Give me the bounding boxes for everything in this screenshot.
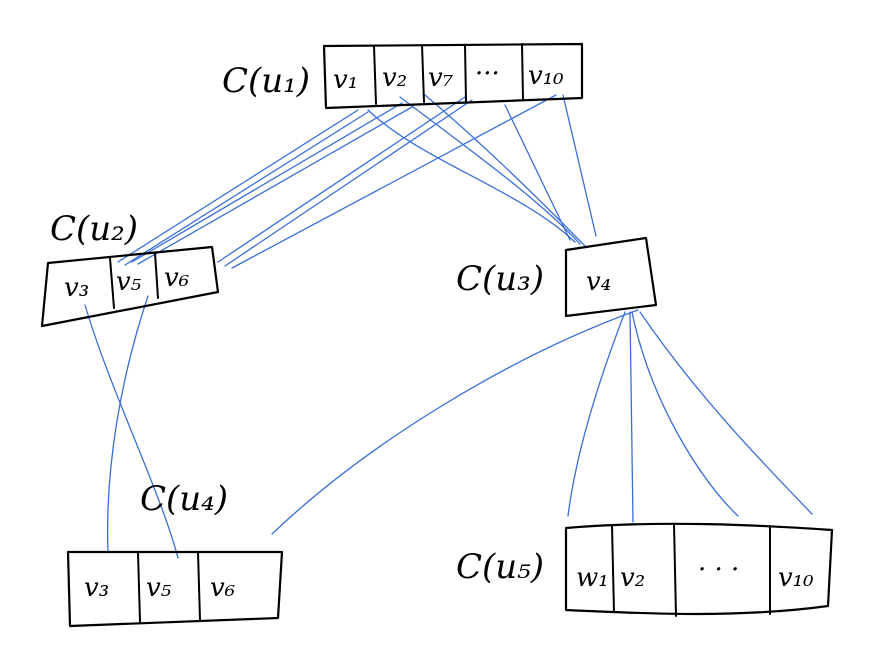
edge-u1-u3: [424, 94, 586, 247]
cell: v₄: [586, 267, 611, 297]
edge-u3-u5: [631, 311, 739, 517]
edge-u1-u2: [137, 106, 413, 265]
edge-u1-u3: [504, 104, 571, 241]
edge-u2-u4: [107, 295, 149, 553]
node-box: [564, 522, 834, 616]
edge-u1-u2: [117, 109, 359, 263]
cell: v₂: [620, 563, 645, 593]
cell: w₁: [576, 563, 609, 593]
node-u5: C(u₅) w₁ v₂ · · · v₁₀: [456, 522, 834, 617]
node-box: [322, 42, 584, 110]
node-u3: C(u₃) v₄: [456, 236, 658, 318]
edge-u1-u2: [231, 94, 557, 269]
edge-u1-u2: [224, 99, 473, 267]
node-u4: C(u₄) v₃ v₅ v₆: [66, 479, 284, 628]
node-u1: C(u₁) v₁ v₂ v₇ ··· v₁₀: [222, 42, 584, 110]
node-box: [564, 236, 658, 318]
cell: v₇: [428, 63, 454, 93]
node-label: C(u₄): [140, 479, 228, 519]
edges: [84, 94, 813, 559]
node-box: [40, 245, 220, 328]
edge-u1-u2: [217, 96, 466, 263]
edge-u1-u3: [367, 109, 576, 243]
node-label: C(u₃): [456, 259, 544, 299]
cell: v₁: [333, 65, 358, 95]
cell: v₂: [382, 63, 407, 93]
cell: v₆: [210, 573, 235, 603]
node-box: [66, 550, 284, 628]
edge-u3-u5: [639, 311, 813, 515]
edge-u1-u2: [131, 102, 403, 263]
node-label: C(u₂): [50, 209, 138, 249]
edge-u3-u5: [567, 311, 626, 517]
cell: v₁₀: [778, 563, 814, 593]
edge-u3-u5: [629, 311, 634, 523]
edge-u3-u4: [271, 309, 639, 535]
cell: · · ·: [698, 555, 739, 585]
node-label: C(u₅): [456, 547, 544, 587]
cell: v₃: [84, 573, 109, 603]
cell: v₁₀: [528, 61, 564, 91]
edge-u1-u3: [399, 96, 581, 245]
cell: v₅: [116, 267, 142, 297]
cell: v₃: [64, 273, 89, 303]
node-u2: C(u₂) v₃ v₅ v₆: [40, 209, 220, 328]
cell: v₆: [164, 263, 189, 293]
node-label: C(u₁): [222, 61, 310, 101]
edge-u2-u4: [84, 304, 179, 559]
edge-u1-u3: [562, 94, 597, 237]
cell: ···: [475, 59, 500, 89]
edge-u1-u2: [124, 111, 369, 266]
cell: v₅: [146, 573, 172, 603]
